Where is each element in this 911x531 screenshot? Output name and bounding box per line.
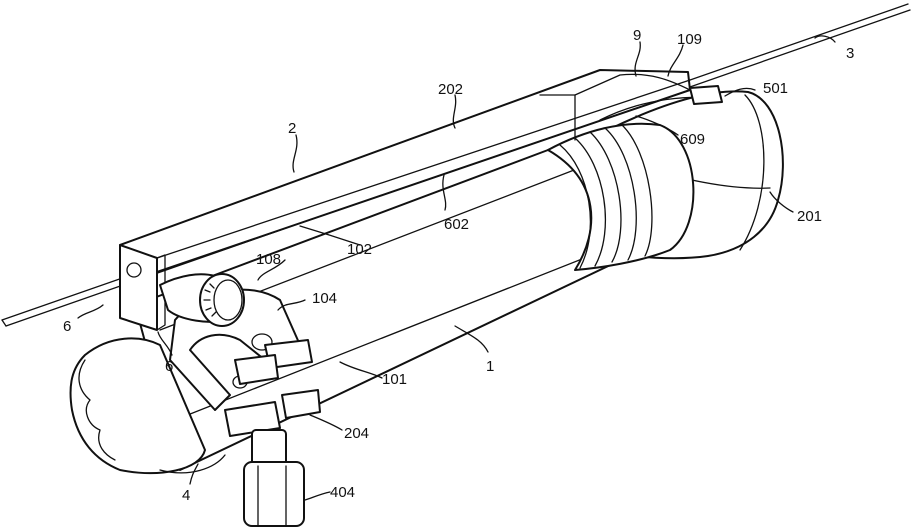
label-204: 204 — [344, 425, 369, 442]
label-609: 609 — [680, 131, 705, 148]
label-1: 1 — [486, 358, 494, 375]
label-101: 101 — [382, 371, 407, 388]
label-501: 501 — [763, 80, 788, 97]
label-104: 104 — [312, 290, 337, 307]
label-202: 202 — [438, 81, 463, 98]
label-602: 602 — [444, 216, 469, 233]
label-6-left: 6 — [63, 318, 71, 335]
label-3: 3 — [846, 45, 854, 62]
label-404: 404 — [330, 484, 355, 501]
label-2: 2 — [288, 120, 296, 137]
label-6-right: 6 — [165, 358, 173, 375]
label-201: 201 — [797, 208, 822, 225]
label-109: 109 — [677, 31, 702, 48]
label-9: 9 — [633, 27, 641, 44]
label-102: 102 — [347, 241, 372, 258]
label-108: 108 — [256, 251, 281, 268]
label-4: 4 — [182, 487, 190, 504]
post — [244, 430, 304, 526]
